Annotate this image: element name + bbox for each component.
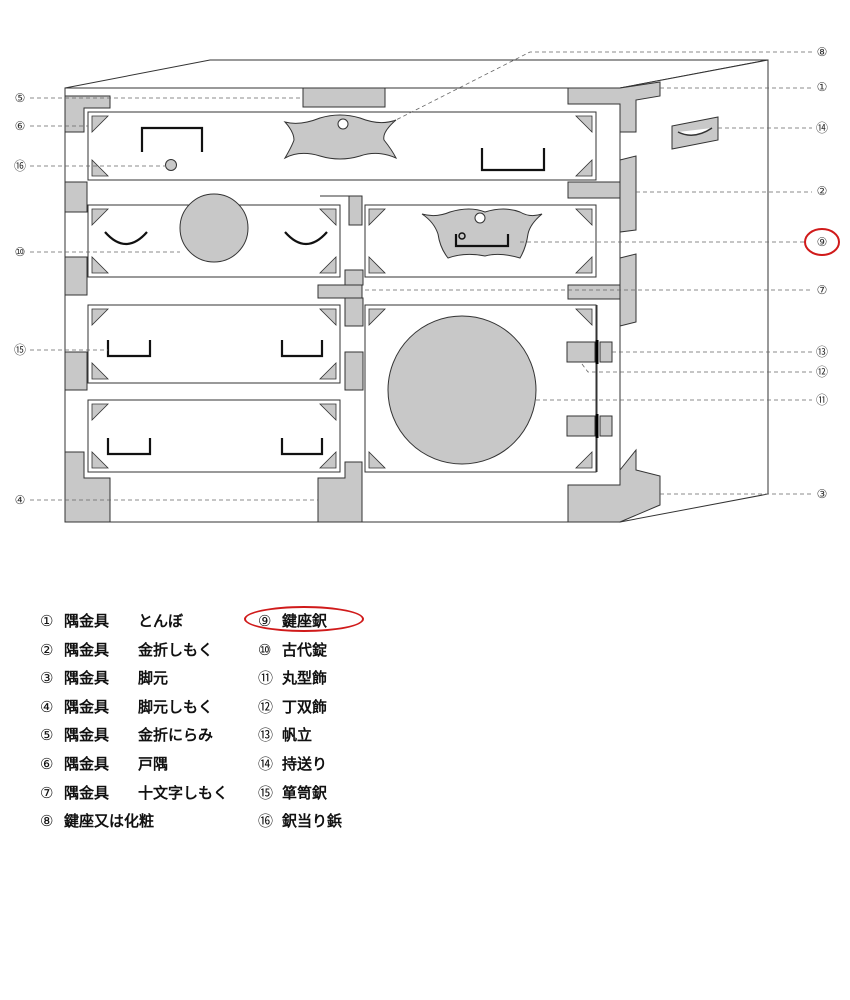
drawer-pull-l3a [106, 340, 152, 358]
hinge-lower [566, 415, 596, 437]
legend-name: 丁双飾 [282, 697, 328, 716]
legend-item: ⑯ 鈬当り鋲 [258, 810, 350, 839]
legend-item: ⑫ 丁双飾 [258, 696, 350, 725]
callout-7: ⑦ [817, 283, 828, 297]
corner-fitting-tr [567, 81, 661, 133]
legend-item: ⑮ 箪笥鈬 [258, 782, 350, 811]
corner-fitting-br [567, 448, 661, 523]
legend-item: ⑬ 帆立 [258, 724, 350, 753]
legend-item: ⑩ 古代錠 [258, 639, 350, 668]
drawer-pull-top-right [480, 148, 546, 172]
legend-item: ⑪ 丸型飾 [258, 667, 350, 696]
drawer-left-4 [87, 399, 341, 473]
legend-number: ② [40, 640, 54, 659]
round-ornament [387, 315, 537, 465]
legend-item: ③ 隅金具 脚元 [40, 667, 228, 696]
key-plate-handle [421, 208, 543, 259]
legend-name: 隅金具 [64, 754, 110, 773]
legend-number: ⑪ [258, 669, 274, 688]
callout-9: ⑨ [817, 235, 828, 249]
callout-8: ⑧ [817, 45, 828, 59]
callout-5: ⑤ [15, 91, 26, 105]
legend-number: ⑭ [258, 754, 274, 773]
legend-name: 帆立 [282, 726, 313, 745]
legend-name: 隅金具 [64, 640, 110, 659]
ring-pull-right [284, 231, 328, 246]
legend-name: 持送り [282, 754, 328, 773]
legend-item: ① 隅金具 とんぼ [40, 610, 228, 639]
legend-subname: とんぼ [138, 612, 184, 630]
callout-6: ⑥ [15, 119, 26, 133]
callout-11: ⑪ [816, 393, 828, 407]
legend-name: 古代錠 [282, 640, 328, 659]
legend-item: ⑭ 持送り [258, 753, 350, 782]
legend-subname: 金折しもく [138, 640, 214, 659]
callout-14: ⑭ [816, 121, 828, 135]
legend-number: ④ [40, 697, 54, 716]
legend-item: ⑦ 隅金具 十文字しもく [40, 782, 228, 811]
legend-number: ⑥ [40, 754, 54, 773]
legend-item: ④ 隅金具 脚元しもく [40, 696, 228, 725]
callout-10: ⑩ [15, 245, 26, 259]
legend-name: 隅金具 [64, 783, 110, 802]
drawer-pull-l4a [106, 438, 152, 456]
legend-item: ② 隅金具 金折しもく [40, 639, 228, 668]
callout-1: ① [817, 80, 828, 94]
legend-name: 鈬当り鋲 [282, 812, 343, 831]
legend-number: ⑦ [40, 783, 54, 802]
legend-item: ⑧ 鍵座又は化粧 [40, 810, 228, 839]
legend-number: ⑩ [258, 640, 272, 659]
legend-name: 隅金具 [64, 697, 110, 716]
drawer-pull-l4b [280, 438, 324, 456]
callout-16: ⑯ [14, 159, 26, 173]
legend-item: ⑤ 隅金具 金折にらみ [40, 724, 228, 753]
legend-name: 隅金具 [64, 612, 110, 630]
legend-number: ⑯ [258, 812, 274, 831]
legend-subname: 脚元しもく [138, 697, 214, 716]
callout-13: ⑬ [816, 345, 828, 359]
stop-rivet [165, 159, 177, 171]
callout-9-highlight-ring [804, 228, 840, 256]
legend-subname: 脚元 [138, 669, 169, 688]
legend-name: 丸型飾 [282, 669, 328, 688]
legend-subname: 十文字しもく [138, 783, 229, 802]
legend-name: 箪笥鈬 [282, 783, 328, 802]
legend-item: ⑥ 隅金具 戸隅 [40, 753, 228, 782]
key-plate-ornament-top [283, 114, 398, 160]
legend-number: ① [40, 612, 54, 630]
legend-name: 鍵座又は化粧 [64, 812, 155, 831]
legend-number: ⑤ [40, 726, 54, 745]
callout-4: ④ [15, 493, 26, 507]
hinge-upper [566, 341, 596, 363]
callout-3: ③ [817, 487, 828, 501]
highlight-ring [244, 606, 364, 632]
legend-name: 隅金具 [64, 726, 110, 745]
ancient-lock-plate [179, 193, 249, 263]
legend-number: ⑬ [258, 726, 274, 745]
legend-name: 隅金具 [64, 669, 110, 688]
corner-fitting-tl [64, 95, 111, 133]
drawer-pull-l3b [280, 340, 324, 358]
legend-number: ⑮ [258, 783, 274, 802]
legend-number: ⑧ [40, 812, 54, 831]
legend-subname: 戸隅 [138, 754, 169, 773]
top-mid-fitting [302, 87, 386, 108]
tansu-diagram: ① ② ③ ④ ⑤ ⑥ ⑦ ⑧ ⑨ ⑩ ⑪ ⑫ ⑬ ⑭ ⑮ ⑯ [14, 45, 840, 523]
ring-pull-left [104, 231, 148, 246]
callout-15: ⑮ [14, 343, 26, 357]
callout-2: ② [817, 184, 828, 198]
legend-number: ⑫ [258, 697, 274, 716]
legend-number: ③ [40, 669, 54, 688]
corner-fitting-bl [64, 451, 111, 523]
drawer-left-3 [87, 304, 341, 384]
callout-12: ⑫ [816, 365, 828, 379]
legend-subname: 金折にらみ [138, 726, 214, 745]
bar-handle-top-left [140, 126, 204, 152]
